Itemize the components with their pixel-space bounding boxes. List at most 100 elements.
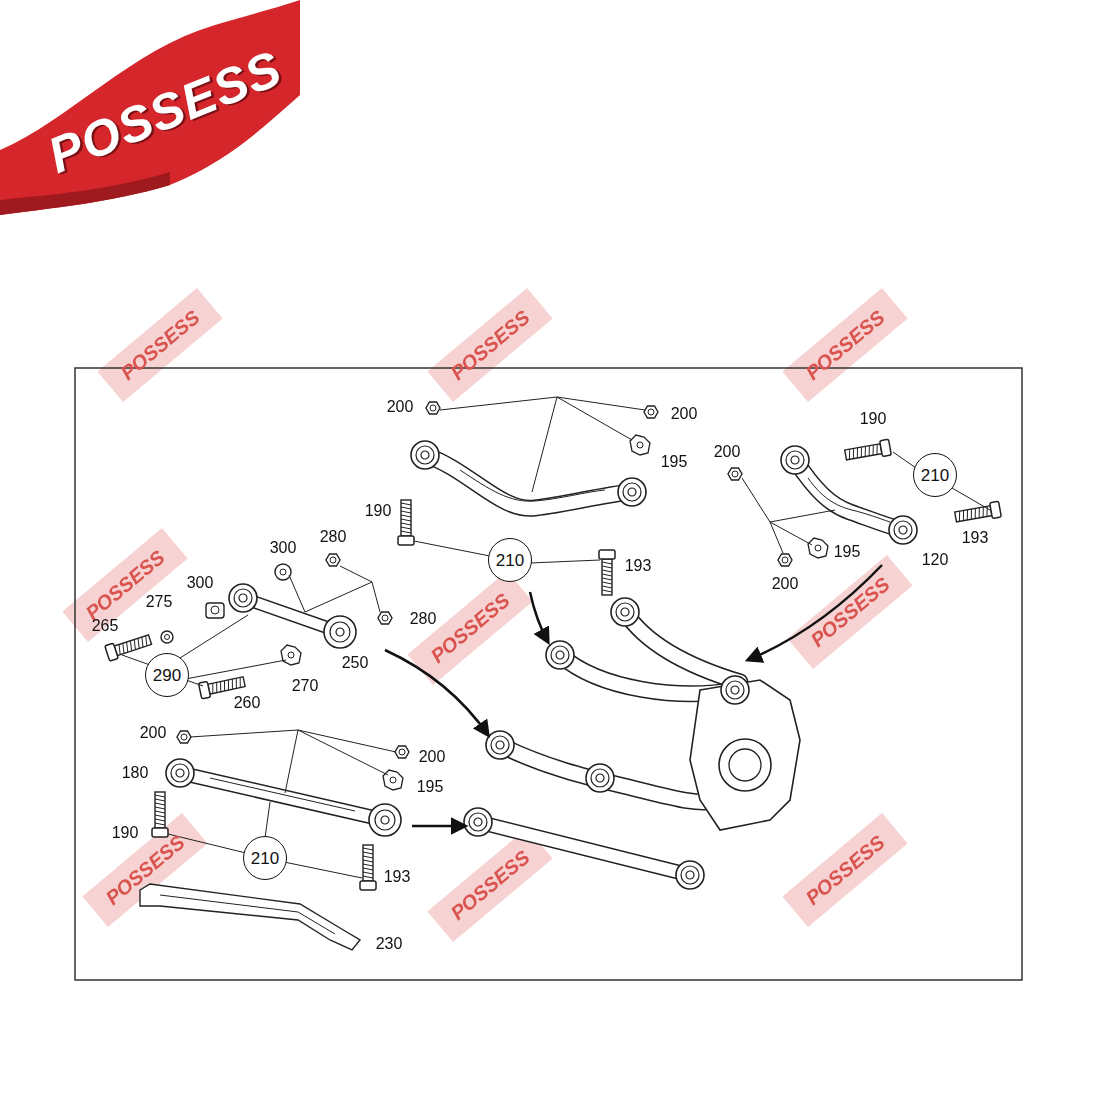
callout-number: 210 bbox=[496, 552, 524, 569]
watermark-ribbon bbox=[782, 813, 907, 927]
callout-number: 120 bbox=[922, 552, 949, 568]
leader-line bbox=[186, 680, 203, 686]
leader-line bbox=[180, 660, 286, 680]
upper-arm bbox=[808, 478, 890, 522]
nut bbox=[378, 612, 392, 624]
watermark-ribbon bbox=[62, 288, 912, 942]
callout-number: 230 bbox=[376, 936, 403, 952]
callout-number: 260 bbox=[234, 695, 261, 711]
suspension-assembly bbox=[676, 861, 704, 889]
washer bbox=[165, 635, 170, 640]
leader-line bbox=[265, 802, 270, 838]
callout-circle: 210 bbox=[488, 538, 532, 582]
leader-line bbox=[285, 730, 298, 793]
watermark-ribbon bbox=[782, 288, 907, 402]
lock-plate bbox=[808, 538, 828, 558]
callout-number: 200 bbox=[419, 749, 446, 765]
leader-line bbox=[305, 582, 372, 612]
suspension-assembly bbox=[625, 612, 740, 682]
bolt bbox=[360, 845, 376, 890]
bolt bbox=[398, 500, 414, 545]
lower-link bbox=[166, 759, 194, 787]
washer bbox=[280, 569, 286, 575]
callout-number: 250 bbox=[342, 655, 369, 671]
assembly-arrow bbox=[412, 825, 465, 828]
washer bbox=[161, 631, 173, 643]
callout-number: 280 bbox=[410, 611, 437, 627]
callout-number: 190 bbox=[365, 503, 392, 519]
lower-link bbox=[180, 773, 385, 820]
upper-arm bbox=[795, 460, 903, 530]
upper-arm bbox=[411, 441, 439, 469]
callout-number: 300 bbox=[187, 575, 214, 591]
nut bbox=[426, 402, 440, 414]
lower-link bbox=[210, 778, 355, 811]
callout-number: 200 bbox=[140, 725, 167, 741]
nut bbox=[177, 402, 792, 758]
suspension-assembly bbox=[719, 739, 771, 791]
leader-line bbox=[414, 541, 490, 556]
watermark-ribbon bbox=[407, 571, 532, 685]
callout-number: 180 bbox=[122, 765, 149, 781]
callout-circle: 210 bbox=[913, 453, 957, 497]
leader-line bbox=[440, 397, 645, 410]
toe-link bbox=[324, 616, 356, 648]
callout-number: 200 bbox=[714, 444, 741, 460]
leader-line bbox=[284, 862, 362, 878]
cover-plate bbox=[140, 884, 360, 950]
callout-number: 195 bbox=[834, 544, 861, 560]
suspension-assembly bbox=[586, 764, 614, 792]
cover-plate bbox=[160, 895, 335, 934]
suspension-assembly bbox=[500, 745, 720, 802]
leader-line bbox=[289, 575, 305, 612]
nut bbox=[644, 406, 658, 418]
suspension-assembly bbox=[690, 680, 800, 830]
callout-number: 200 bbox=[671, 406, 698, 422]
watermark-ribbon bbox=[62, 528, 187, 642]
brand-banner bbox=[0, 0, 300, 215]
brand-banner bbox=[0, 0, 300, 215]
watermark-ribbon bbox=[97, 288, 222, 402]
upper-arm bbox=[425, 455, 632, 508]
upper-arm bbox=[411, 441, 646, 508]
callout-number: 190 bbox=[112, 825, 139, 841]
upper-arm bbox=[460, 470, 605, 501]
callout-number: 210 bbox=[251, 850, 279, 867]
nut bbox=[177, 731, 191, 743]
callout-number: 195 bbox=[661, 454, 688, 470]
callout-circle: 290 bbox=[145, 653, 189, 697]
callout-number: 210 bbox=[921, 467, 949, 484]
toe-link bbox=[229, 584, 356, 648]
lower-link bbox=[180, 773, 385, 820]
lower-link bbox=[369, 804, 401, 836]
leader-line bbox=[557, 397, 632, 440]
washer bbox=[211, 606, 219, 614]
cover-plate bbox=[140, 884, 360, 950]
upper-arm bbox=[425, 455, 632, 508]
watermark-ribbon bbox=[427, 288, 552, 402]
callout-circle: 210 bbox=[243, 836, 287, 880]
upper-arm bbox=[781, 446, 917, 544]
callout-number: 200 bbox=[387, 399, 414, 415]
suspension-assembly bbox=[546, 641, 574, 669]
leader-line bbox=[952, 488, 990, 510]
upper-arm bbox=[889, 516, 917, 544]
lock-plate bbox=[281, 435, 828, 790]
leader-line bbox=[530, 560, 600, 563]
bolt bbox=[105, 632, 153, 661]
suspension-assembly bbox=[464, 808, 492, 836]
callout-number: 275 bbox=[146, 594, 173, 610]
assembly-arrow bbox=[385, 565, 882, 826]
callout-number: 265 bbox=[92, 618, 119, 634]
leader-line bbox=[180, 615, 248, 658]
upper-arm bbox=[795, 460, 903, 530]
bolt bbox=[599, 550, 615, 595]
diagram-frame bbox=[75, 368, 1022, 980]
callout-number: 270 bbox=[292, 678, 319, 694]
nut bbox=[395, 746, 409, 758]
lock-plate bbox=[281, 645, 301, 665]
bolt bbox=[954, 501, 1001, 525]
